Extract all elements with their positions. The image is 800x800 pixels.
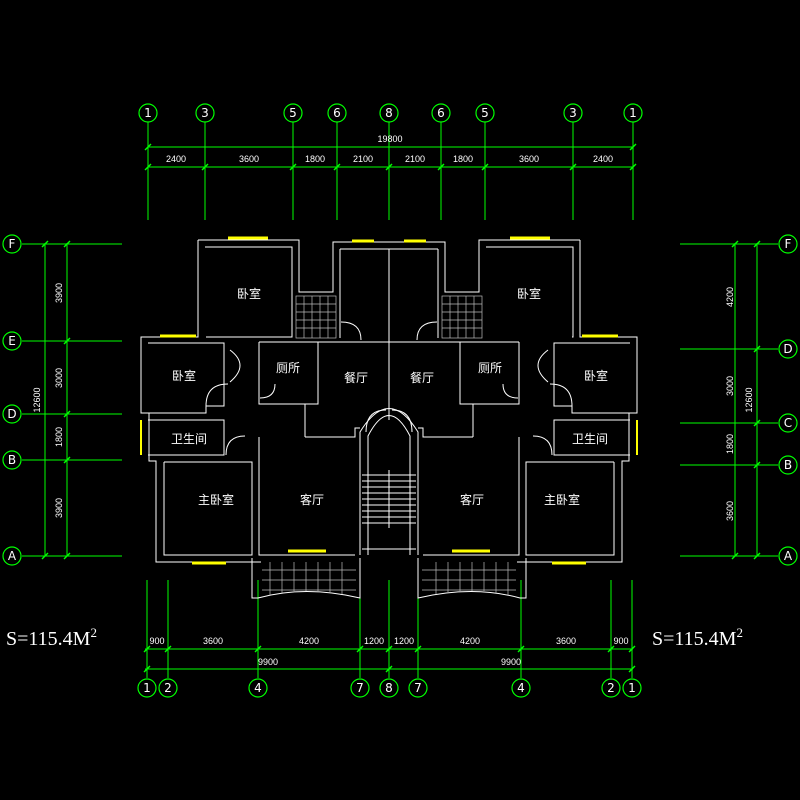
room-master-right: 主卧室: [544, 492, 580, 507]
bottom-half-left: 9900: [258, 657, 278, 667]
top-axis-8: 8: [385, 106, 393, 120]
bottom-axis-1: 1: [143, 681, 151, 695]
axis-bubbles: [2, 103, 798, 698]
left-dim-3: 1800: [54, 427, 64, 447]
right-axis-c: C: [784, 416, 792, 430]
room-living-left: 客厅: [300, 492, 324, 507]
room-bedroom-mid-right: 卧室: [584, 368, 608, 383]
room-bedroom-mid-left: 卧室: [172, 368, 196, 383]
top-axis-6: 6: [333, 106, 341, 120]
top-axis-5r: 5: [481, 106, 489, 120]
bottom-axis-2: 2: [164, 681, 172, 695]
right-dimension-text: 4200 3000 1800 3600 12600: [725, 287, 754, 521]
bottom-dim-6: 4200: [460, 636, 480, 646]
top-axis-labels: 1 3 5 6 8 6 5 3 1: [144, 106, 637, 120]
top-axis-6r: 6: [437, 106, 445, 120]
right-axis-f: F: [785, 237, 792, 251]
room-dining-left: 餐厅: [344, 370, 368, 385]
left-dim-4: 3900: [54, 498, 64, 518]
bottom-dim-1: 900: [149, 636, 164, 646]
top-axis-5: 5: [289, 106, 297, 120]
bottom-dimension-text: 900 3600 4200 1200 1200 4200 3600 900 99…: [149, 636, 628, 667]
right-axis-b: B: [784, 458, 792, 472]
bottom-axis-8: 8: [385, 681, 393, 695]
dimension-lines: [22, 122, 778, 678]
doors: [205, 321, 573, 456]
right-axis-a: A: [784, 549, 793, 563]
room-bedroom-top-right: 卧室: [517, 286, 541, 301]
area-label-left: S=115.4M2: [6, 625, 97, 650]
right-dim-4: 3600: [725, 501, 735, 521]
left-axis-f: F: [9, 237, 16, 251]
bottom-dim-7: 3600: [556, 636, 576, 646]
left-axis-a: A: [8, 549, 17, 563]
bottom-half-right: 9900: [501, 657, 521, 667]
room-bedroom-top-left: 卧室: [237, 286, 261, 301]
top-dim-8: 2400: [593, 154, 613, 164]
right-axis-labels: F D C B A: [783, 237, 793, 563]
left-axis-d: D: [7, 407, 16, 421]
hatch: [262, 295, 516, 595]
top-dim-6: 1800: [453, 154, 473, 164]
bottom-dim-3: 4200: [299, 636, 319, 646]
left-axis-b: B: [8, 453, 16, 467]
bottom-axis-labels: 1 2 4 7 8 7 4 2 1: [143, 681, 636, 695]
room-toilet-left: 厕所: [276, 361, 300, 375]
bottom-axis-4r: 4: [517, 681, 525, 695]
top-dim-7: 3600: [519, 154, 539, 164]
bottom-dim-5: 1200: [394, 636, 414, 646]
room-toilet-right: 厕所: [478, 361, 502, 375]
bottom-axis-7r: 7: [414, 681, 422, 695]
top-axis-1r: 1: [629, 106, 637, 120]
bottom-axis-2r: 2: [607, 681, 615, 695]
windows: [140, 236, 638, 565]
bottom-axis-7: 7: [356, 681, 364, 695]
bottom-dim-8: 900: [613, 636, 628, 646]
right-dim-1: 4200: [725, 287, 735, 307]
top-dim-2: 3600: [239, 154, 259, 164]
right-axis-d: D: [783, 342, 792, 356]
right-dim-3: 1800: [725, 434, 735, 454]
top-dim-5: 2100: [405, 154, 425, 164]
left-dimension-text: 3900 3000 1800 3900 12600: [32, 283, 64, 518]
stair-treads: [362, 470, 416, 528]
room-labels: 卧室 卧室 卧室 卧室 厕所 厕所 餐厅 餐厅 卫生间 卫生间 主卧室 主卧室 …: [171, 286, 608, 507]
room-master-left: 主卧室: [198, 492, 234, 507]
room-bath-right: 卫生间: [572, 432, 608, 446]
left-dim-1: 3900: [54, 283, 64, 303]
top-axis-3r: 3: [569, 106, 577, 120]
bottom-dim-4: 1200: [364, 636, 384, 646]
area-label-right: S=115.4M2: [652, 625, 743, 650]
top-dimension-text: 19800 2400 3600 1800 2100 2100 1800 3600…: [166, 134, 613, 164]
top-dim-4: 2100: [353, 154, 373, 164]
top-dim-1: 2400: [166, 154, 186, 164]
top-axis-3: 3: [201, 106, 209, 120]
right-total-dim: 12600: [744, 387, 754, 412]
left-axis-labels: F E D B A: [7, 237, 17, 563]
walls: [140, 239, 638, 599]
left-dim-2: 3000: [54, 368, 64, 388]
left-axis-e: E: [8, 334, 16, 348]
room-bath-left: 卫生间: [171, 432, 207, 446]
right-dim-2: 3000: [725, 376, 735, 396]
top-total-dim: 19800: [377, 134, 402, 144]
top-axis-1: 1: [144, 106, 152, 120]
bottom-axis-1r: 1: [628, 681, 636, 695]
bottom-axis-4: 4: [254, 681, 262, 695]
room-living-right: 客厅: [460, 492, 484, 507]
top-dim-3: 1800: [305, 154, 325, 164]
left-total-dim: 12600: [32, 387, 42, 412]
dimension-ticks: [41, 143, 761, 673]
bottom-dim-2: 3600: [203, 636, 223, 646]
room-dining-right: 餐厅: [410, 370, 434, 385]
